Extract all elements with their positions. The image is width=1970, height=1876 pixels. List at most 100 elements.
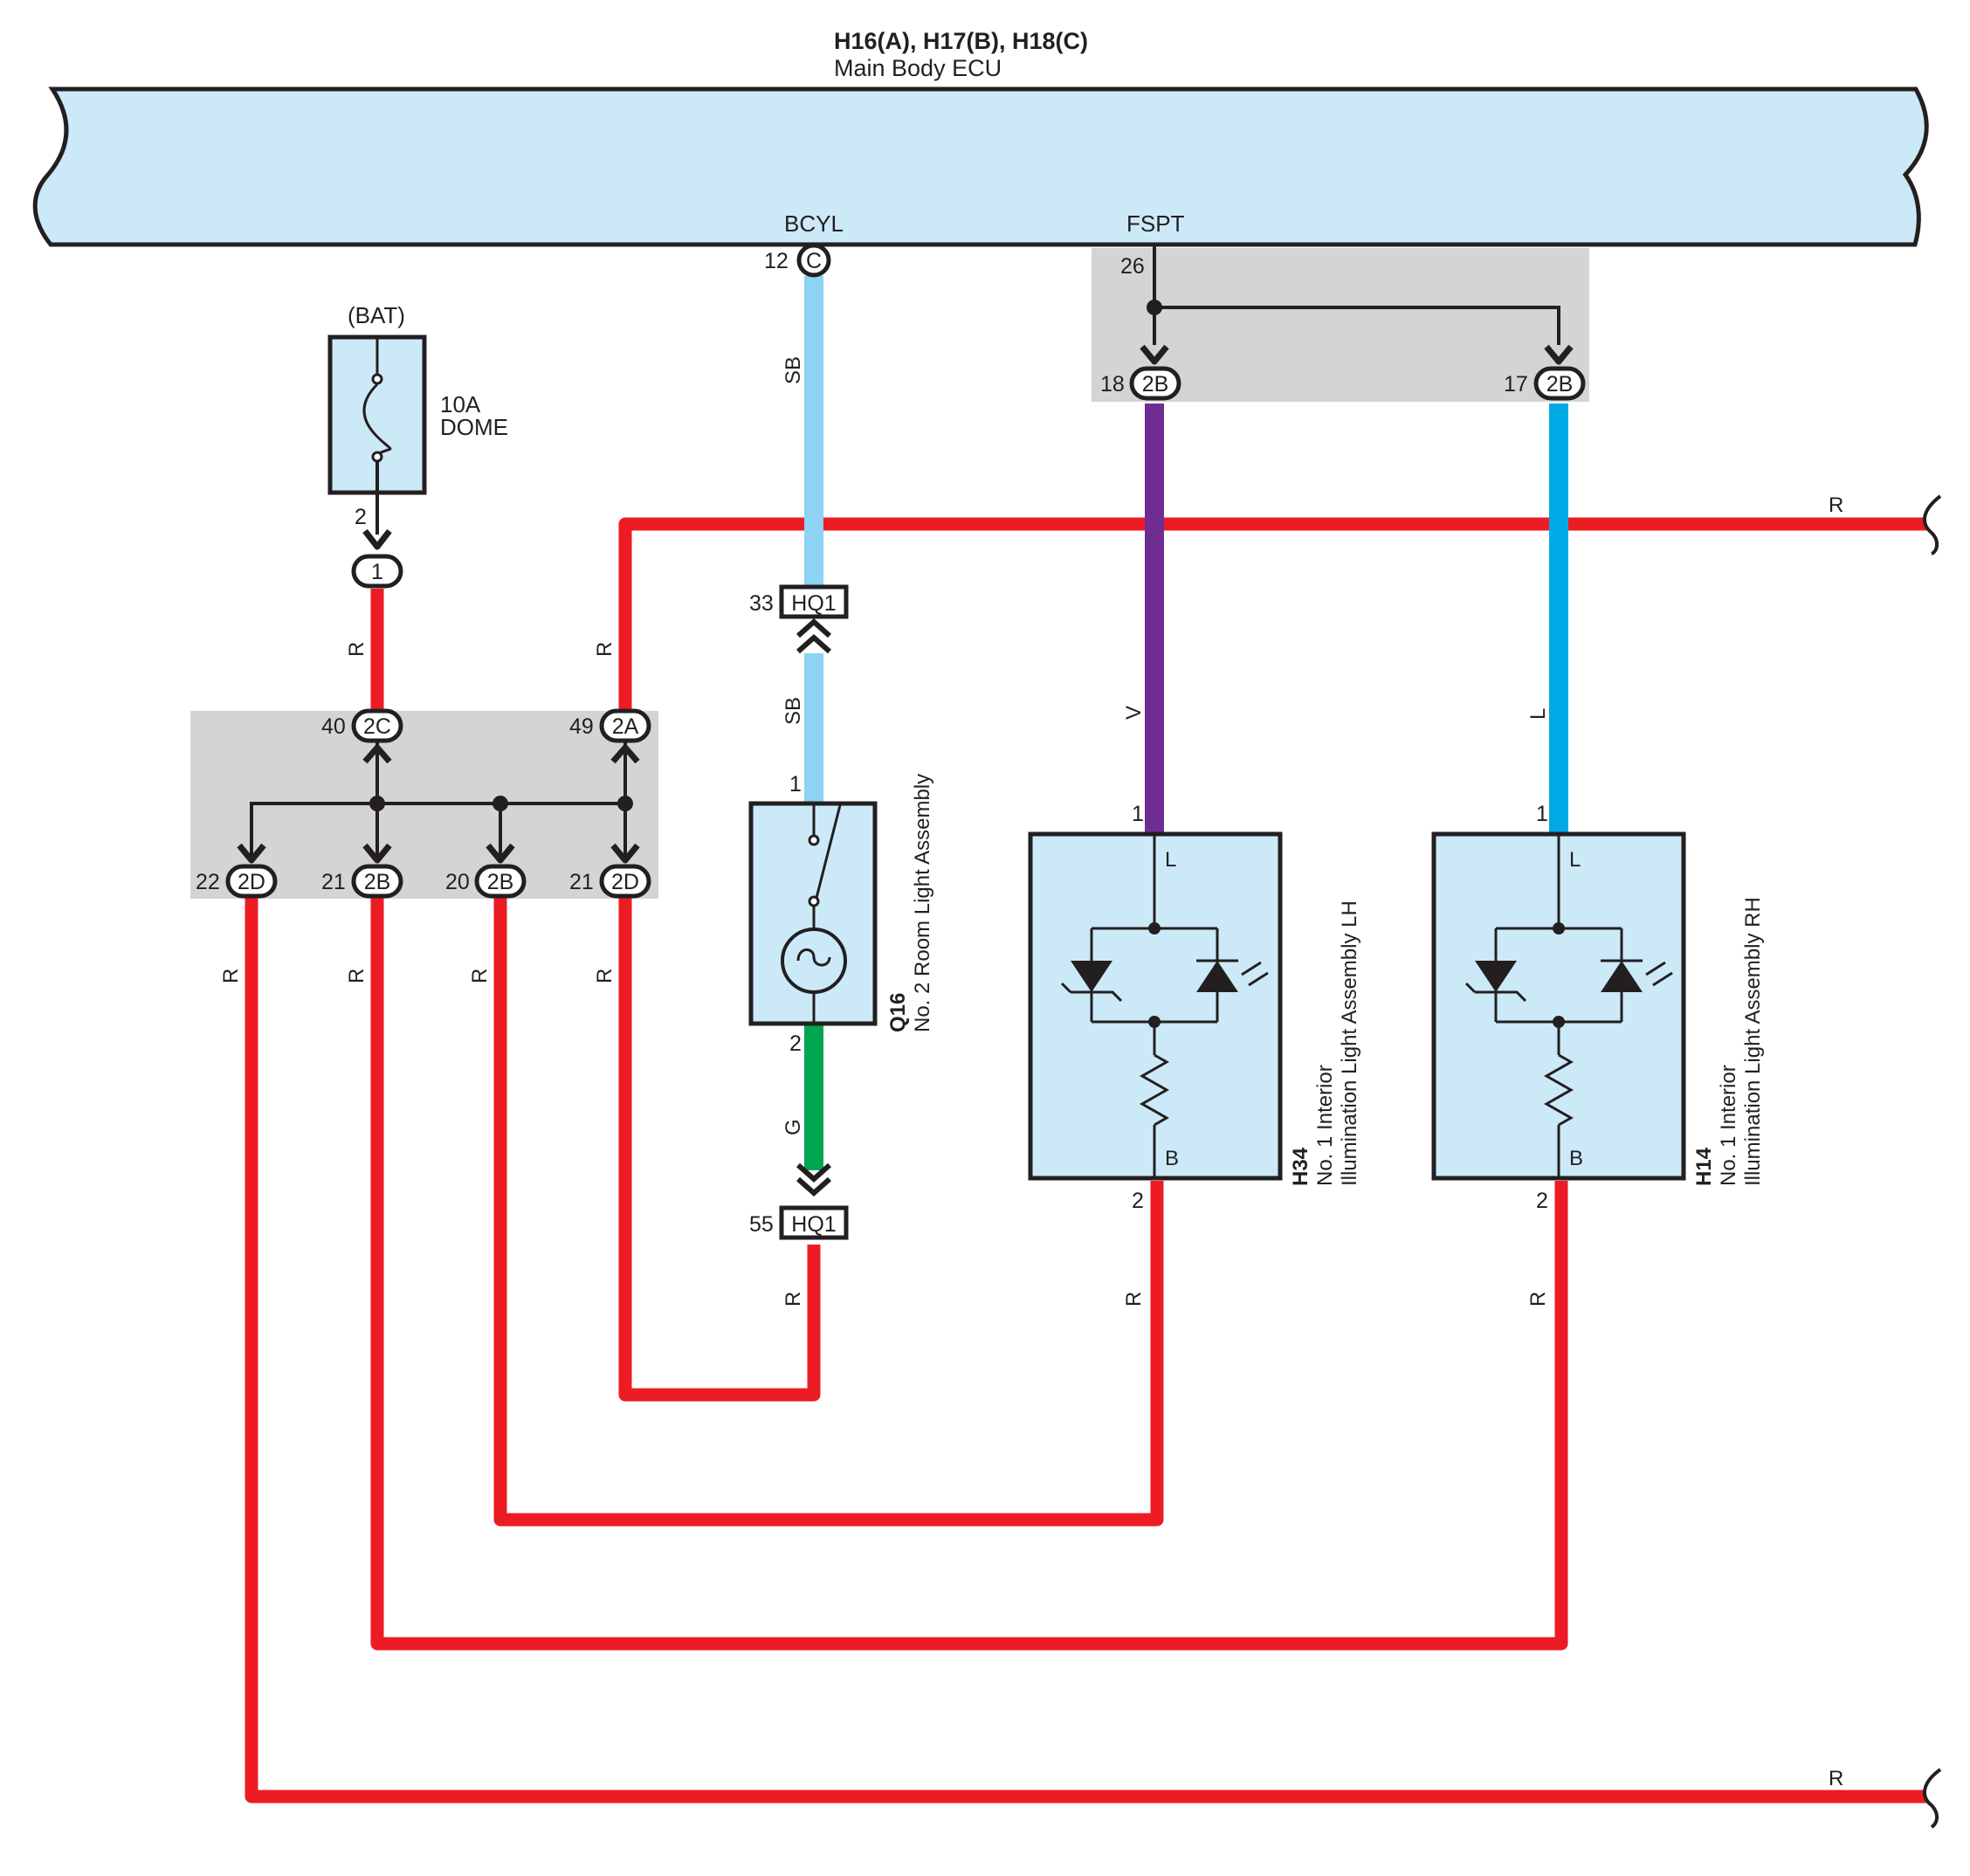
wire-label-r-fuse: R	[345, 642, 369, 657]
connector-20-2b-label: 2B	[487, 870, 514, 894]
hq1-55-arrows	[796, 1162, 831, 1197]
connector-21-2b-label: 2B	[364, 870, 391, 894]
illumination-light-h34: L B 1 2 H34 No. 1 Interior Illumination …	[1028, 802, 1361, 1213]
wire-2a-loop	[618, 517, 1935, 709]
fspt-junction	[1140, 246, 1574, 365]
wire-break-bottom	[1923, 1768, 1942, 1829]
fuse-dome: (BAT) 10A DOME 2 1	[327, 302, 508, 589]
connector-49-2a-label: 2A	[612, 714, 639, 739]
connector-hq1-55-label: HQ1	[791, 1212, 836, 1237]
h14-resistor-icon	[1543, 1053, 1574, 1127]
pin-12: 12	[764, 249, 789, 273]
wire-label-r-top-right: R	[1829, 493, 1843, 517]
h34-code: H34	[1289, 1147, 1312, 1186]
h14-pin-top: 1	[1536, 802, 1548, 826]
wires-red	[245, 517, 1935, 1804]
h14-pin-bottom: 2	[1536, 1189, 1548, 1213]
room-light-q16: 1 2 Q16 No. 2 Room Light Assembly	[748, 772, 934, 1056]
wire-label-r-bottom-right: R	[1829, 1767, 1843, 1790]
wire-label-l: L	[1526, 708, 1550, 720]
wire-label-r-h14: R	[1526, 1292, 1550, 1307]
wire-label-sb-lower: SB	[782, 697, 805, 725]
h34-desc-2: Illumination Light Assembly LH	[1338, 900, 1361, 1186]
terminal-bcyl-label: BCYL	[784, 210, 844, 237]
fuse-name: DOME	[440, 414, 508, 440]
connector-18-2b	[1129, 366, 1181, 401]
h34-resistor-icon	[1139, 1053, 1170, 1127]
wire-2b-20-to-h34	[493, 898, 1164, 1527]
wire-label-r-2a: R	[593, 642, 616, 657]
q16-switch-icon	[815, 804, 842, 899]
h34-zener-icon	[1071, 961, 1112, 992]
h34-term-l: L	[1165, 848, 1176, 872]
h34-pin-bottom: 2	[1132, 1189, 1144, 1213]
connector-40-2c	[351, 708, 403, 743]
wire-label-sb-upper: SB	[782, 356, 805, 384]
wire-label-g: G	[782, 1119, 805, 1135]
fuse-out-pin: 2	[355, 505, 367, 529]
ecu-name: Main Body ECU	[834, 55, 1002, 81]
wire-break-top	[1923, 494, 1942, 555]
connector-1	[351, 554, 403, 589]
connector-40-2c-label: 2C	[363, 714, 391, 739]
hq1-33-arrows	[796, 617, 831, 654]
h34-led-icon	[1196, 961, 1238, 992]
connector-49-2a	[599, 708, 651, 743]
connector-17-2b	[1533, 366, 1586, 401]
ecu-body	[32, 86, 1929, 247]
fspt-split-dot	[1147, 300, 1162, 315]
pin-17: 17	[1504, 372, 1528, 397]
q16-desc: No. 2 Room Light Assembly	[911, 774, 934, 1032]
h34-term-b: B	[1165, 1147, 1179, 1170]
pin-20: 20	[445, 870, 470, 894]
h14-zener-icon	[1475, 961, 1517, 992]
connector-22-2d-label: 2D	[238, 870, 265, 894]
wire-2b-21-to-h14	[370, 898, 1568, 1651]
h14-term-l: L	[1569, 848, 1581, 872]
wire-label-r-hq1: R	[782, 1292, 805, 1307]
connector-hq1-33	[779, 584, 849, 619]
fspt-pin-26: 26	[1120, 254, 1145, 279]
fspt-arrow-17	[1544, 344, 1574, 365]
connector-hq1-55	[779, 1205, 849, 1240]
pin-55: 55	[749, 1212, 774, 1237]
fuse-icon	[362, 383, 392, 456]
connector-17-2b-label: 2B	[1546, 372, 1574, 397]
connector-21-2d-label: 2D	[611, 870, 639, 894]
q16-pin-bottom: 2	[789, 1031, 802, 1056]
h34-pin-top: 1	[1132, 802, 1144, 826]
wire-label-r-h34: R	[1122, 1292, 1146, 1307]
ecu-title: H16(A), H17(B), H18(C)	[834, 28, 1088, 54]
h14-desc-2: Illumination Light Assembly RH	[1741, 897, 1765, 1186]
pin-49: 49	[569, 714, 594, 739]
fuse-source: (BAT)	[348, 302, 405, 328]
wire-2d-to-hq1	[618, 898, 821, 1402]
connector-21-2b	[351, 864, 403, 899]
q16-code: Q16	[886, 993, 910, 1032]
wire-label-r-20: R	[468, 969, 492, 983]
pin-21-2b: 21	[321, 870, 346, 894]
pin-40: 40	[321, 714, 346, 739]
q16-pin-top: 1	[789, 772, 802, 797]
connector-18-2b-label: 2B	[1142, 372, 1169, 397]
connector-1-label: 1	[371, 560, 383, 584]
wire-label-v: V	[1122, 706, 1146, 720]
wire-label-r-21d: R	[593, 969, 616, 983]
wire-2d-22-bottom	[245, 898, 1935, 1804]
illumination-light-h14: L B 1 2 H14 No. 1 Interior Illumination …	[1431, 802, 1765, 1213]
wire-labels: R R SB SB G R V L R R R R R R R R	[219, 356, 1843, 1790]
fuse-rating: 10A	[440, 391, 481, 417]
pin-18: 18	[1100, 372, 1125, 397]
connector-bcyl-c-label: C	[806, 249, 822, 273]
left-junction-lines	[237, 741, 640, 864]
fuse-arrow	[362, 528, 392, 550]
fspt-arrow-18	[1140, 344, 1169, 365]
h14-code: H14	[1692, 1147, 1716, 1186]
h14-term-b: B	[1569, 1147, 1583, 1170]
wire-label-r-21b: R	[345, 969, 369, 983]
pin-21-2d: 21	[569, 870, 594, 894]
h34-desc-1: No. 1 Interior	[1313, 1065, 1337, 1186]
connector-22-2d	[225, 864, 278, 899]
main-body-ecu: H16(A), H17(B), H18(C) Main Body ECU BCY…	[32, 28, 1929, 247]
